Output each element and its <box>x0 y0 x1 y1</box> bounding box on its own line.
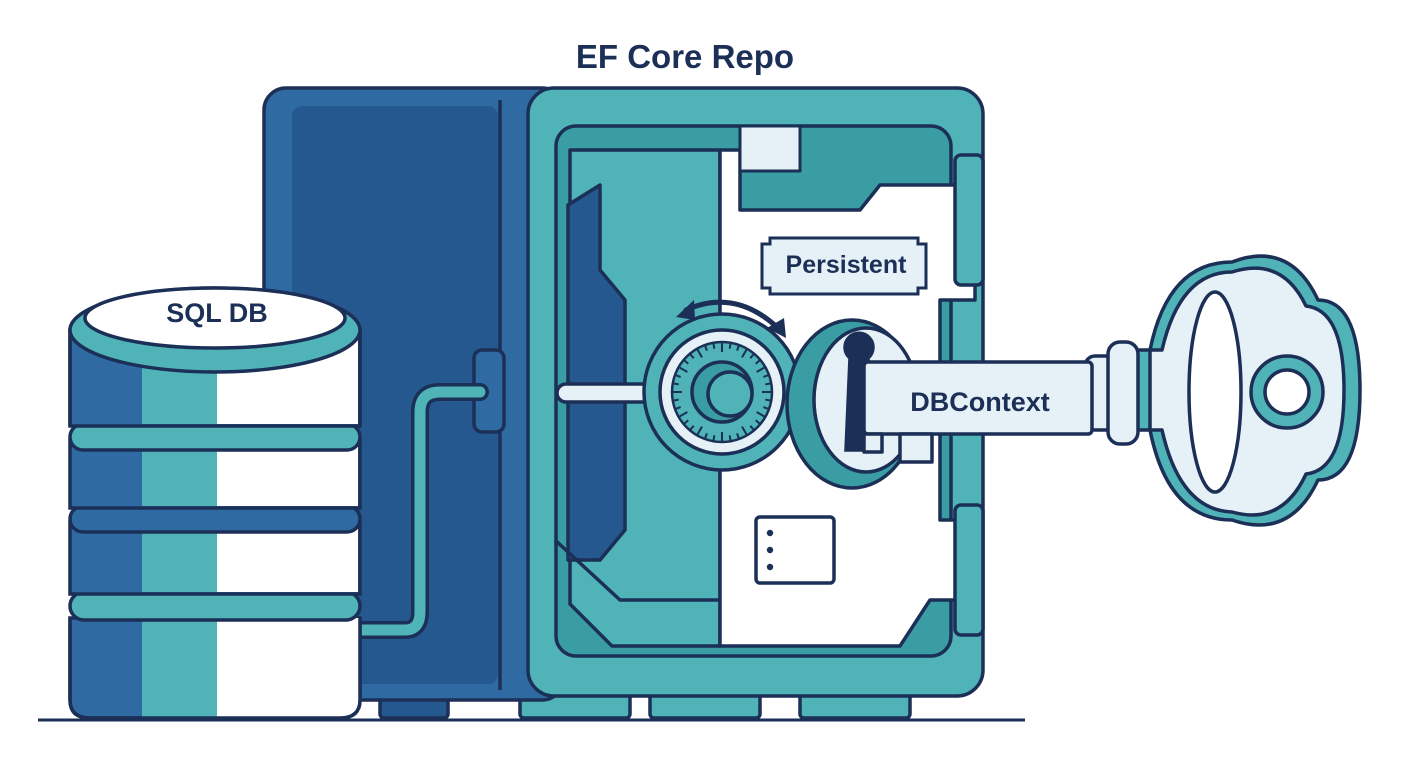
dial-tick <box>741 348 748 358</box>
dial-tick <box>763 373 770 378</box>
dial-tick <box>736 433 741 440</box>
dial-ticks <box>672 342 772 442</box>
dial-tick <box>672 398 679 402</box>
database-cylinder-icon <box>68 286 362 720</box>
dial-tick <box>683 419 689 425</box>
dial-tick <box>674 373 681 378</box>
dial-tick <box>683 359 689 365</box>
dial-tick <box>696 426 703 436</box>
database-label: SQL DB <box>166 298 268 328</box>
dial-tick <box>703 344 708 351</box>
key-label: DBContext <box>910 387 1050 417</box>
dial-tick <box>749 425 755 431</box>
dial-tick <box>672 382 679 386</box>
dial-tick <box>696 348 703 358</box>
dial-tick <box>674 406 681 411</box>
dial-tick <box>689 353 695 359</box>
dial-tick <box>741 426 748 436</box>
rotate-arrow-icon <box>676 299 786 338</box>
dial-tick <box>765 382 772 386</box>
dial-tick <box>765 398 772 402</box>
diagram-title: EF Core Repo <box>576 38 794 75</box>
dial-tick <box>678 366 688 373</box>
dial-tick <box>763 406 770 411</box>
dial-tick <box>755 419 761 425</box>
dial-tick <box>749 353 755 359</box>
dial-tick <box>689 425 695 431</box>
dial-tick <box>755 359 761 365</box>
dial-tick <box>678 411 688 418</box>
safe-hinge-bottom <box>953 503 985 637</box>
combination-dial-icon <box>642 312 802 472</box>
persistent-tag-label: Persistent <box>786 251 908 279</box>
dial-tick <box>703 433 708 440</box>
dial-tick <box>712 342 716 349</box>
key-shaft <box>862 360 1094 436</box>
dial-tick <box>728 435 732 442</box>
door-panel-plate <box>754 515 836 585</box>
key-icon <box>862 254 1362 527</box>
dial-tick <box>712 435 716 442</box>
dial-tick <box>728 342 732 349</box>
dial-tick <box>756 366 766 373</box>
dial-tick <box>756 411 766 418</box>
persistent-tag: Persistent <box>760 236 928 296</box>
dial-tick <box>736 344 741 351</box>
safe-hinge-top <box>953 153 985 287</box>
